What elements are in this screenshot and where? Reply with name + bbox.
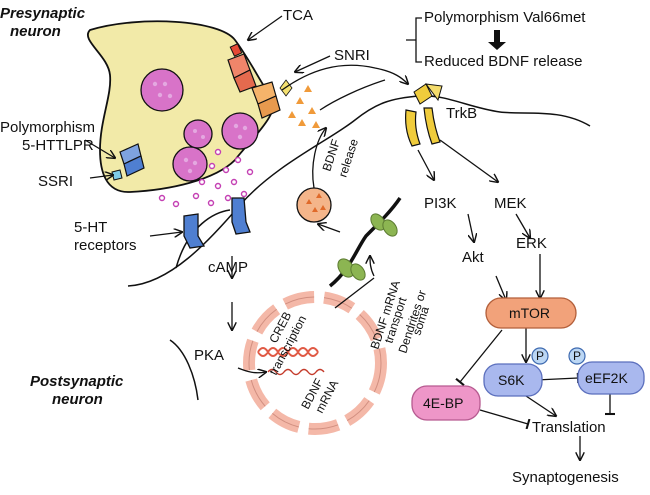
polymorphism-httlpr-label: 5-HTTLPR <box>22 137 94 154</box>
dna-helix-icon <box>257 347 319 357</box>
translation-label: Translation <box>532 419 606 436</box>
vesicle <box>140 68 184 112</box>
bdnf-box-line1: Polymorphism Val66met <box>424 9 586 26</box>
ht-receptor-icon <box>183 197 251 249</box>
s6k-text: S6K <box>498 372 525 388</box>
phospho-text: P <box>536 349 544 363</box>
ebp-text: 4E-BP <box>423 395 463 411</box>
eef2k-text: eEF2K <box>585 370 628 386</box>
phospho-icon <box>531 347 549 365</box>
vesicle-dots <box>152 81 248 174</box>
ht-receptors-label: receptors <box>74 237 137 254</box>
pi3k-label: PI3K <box>424 195 457 212</box>
phospho-icon <box>568 347 586 365</box>
postsynaptic-label: neuron <box>52 391 103 408</box>
synaptogenesis-label: Synaptogenesis <box>512 469 619 486</box>
s6k-node <box>483 363 543 397</box>
akt-label: Akt <box>462 249 485 266</box>
trkb-label: TrkB <box>446 105 477 122</box>
arrows <box>84 15 616 460</box>
mek-label: MEK <box>494 195 527 212</box>
ebp-node <box>411 385 481 421</box>
vesicle <box>183 119 213 149</box>
ssri-label: SSRI <box>38 173 73 190</box>
vesicle-group <box>140 68 259 182</box>
nucleus <box>243 291 387 435</box>
snri-label: SNRI <box>334 47 370 64</box>
serotonin-release <box>158 148 254 208</box>
mrna-strand-icon <box>267 368 325 376</box>
bdnf-box-down-arrow <box>488 30 506 50</box>
sert-transporter-icon <box>111 143 145 181</box>
eef2k-node <box>577 361 645 395</box>
vesicle <box>172 146 208 182</box>
mtor-text: mTOR <box>509 305 550 321</box>
bdnf-vesicle-icon <box>296 187 332 223</box>
camp-label: cAMP <box>208 259 248 276</box>
pka-label: PKA <box>194 347 224 364</box>
postsynaptic-membrane <box>127 95 591 287</box>
trkb-receptor-icon <box>405 83 443 147</box>
mtor-node <box>485 297 577 329</box>
ribosome-icon <box>337 213 398 281</box>
erk-label: ERK <box>516 235 547 252</box>
presynaptic-label: Presynaptic <box>0 5 86 22</box>
presynaptic-label: neuron <box>10 23 61 40</box>
bdnf-box-line2: Reduced BDNF release <box>424 53 582 70</box>
tca-label: TCA <box>283 7 313 24</box>
postsynaptic-membrane-lower <box>169 339 199 401</box>
polymorphism-httlpr-label: Polymorphism <box>0 119 95 136</box>
ht-receptors-label: 5-HT <box>74 219 107 236</box>
vesicle <box>221 112 259 150</box>
bdnf-molecules <box>288 85 320 128</box>
phospho-text: P <box>573 349 581 363</box>
postsynaptic-membrane-arc <box>175 209 231 269</box>
tca-transporter-icon <box>227 43 257 93</box>
postsynaptic-label: Postsynaptic <box>30 373 124 390</box>
